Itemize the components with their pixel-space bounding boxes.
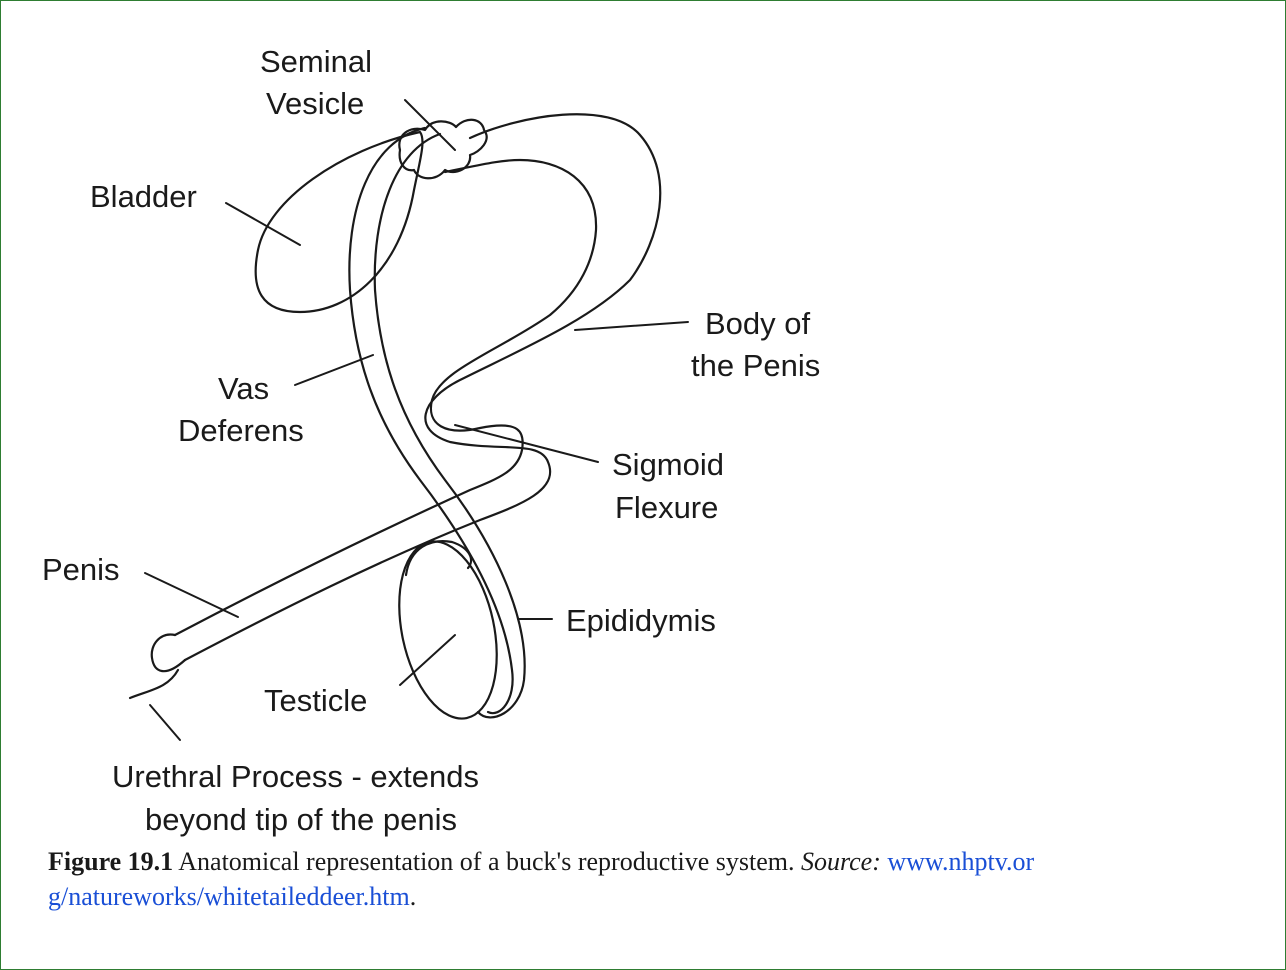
leader-urethral-process [150, 705, 180, 740]
leader-bladder [226, 203, 300, 245]
leader-vas-deferens [295, 355, 373, 385]
label-vas-deferens-2: Deferens [178, 413, 304, 448]
label-penis: Penis [42, 552, 120, 587]
testicle-shape [384, 532, 511, 727]
source-link-line1: www.nhptv.or [887, 847, 1034, 876]
caption-end: . [410, 882, 417, 911]
caption-text: Anatomical representation of a buck's re… [173, 847, 801, 876]
leader-sigmoid-flexure [455, 425, 598, 462]
vas-deferens-outer [349, 128, 512, 713]
penis-tip [152, 635, 185, 672]
label-body-of-penis-1: Body of [705, 306, 811, 341]
label-body-of-penis-2: the Penis [691, 348, 820, 383]
label-sigmoid-flexure-1: Sigmoid [612, 447, 724, 482]
label-testicle: Testicle [264, 683, 367, 718]
label-vas-deferens-1: Vas [218, 371, 269, 406]
label-sigmoid-flexure-2: Flexure [615, 490, 718, 525]
reproductive-system-diagram: Seminal Vesicle Bladder Body of the Peni… [0, 0, 1286, 840]
source-link-line2: g/natureworks/whitetaileddeer.htm [48, 882, 410, 911]
label-seminal-vesicle-1: Seminal [260, 44, 372, 79]
label-seminal-vesicle-2: Vesicle [266, 86, 364, 121]
bladder-shape [256, 132, 423, 312]
leader-seminal-vesicle [405, 100, 455, 150]
seminal-vesicle-shape [399, 120, 486, 178]
leader-body-of-penis [575, 322, 688, 330]
source-label: Source: [801, 847, 881, 876]
urethral-process [130, 670, 178, 698]
figure-caption: Figure 19.1 Anatomical representation of… [48, 844, 1248, 914]
label-bladder: Bladder [90, 179, 197, 214]
leader-penis [145, 573, 238, 617]
label-urethral-process-1: Urethral Process - extends [112, 759, 479, 794]
figure-number: Figure 19.1 [48, 847, 173, 876]
label-urethral-process-2: beyond tip of the penis [145, 802, 457, 837]
label-epididymis: Epididymis [566, 603, 716, 638]
